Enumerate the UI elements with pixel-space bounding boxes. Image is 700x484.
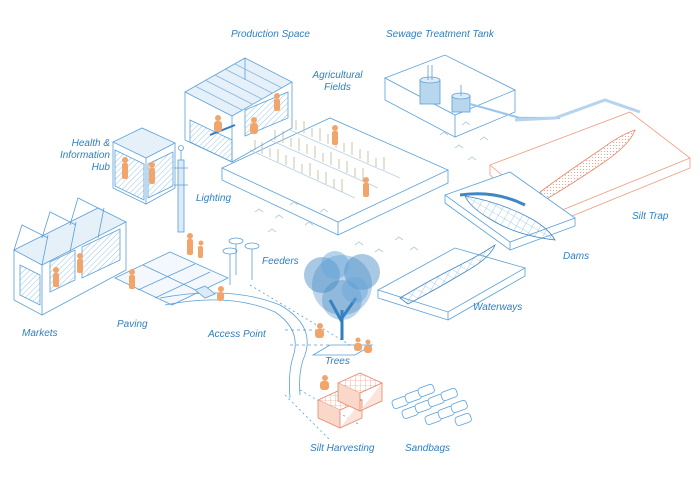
label-agricultural-fields: Agricultural Fields xyxy=(312,70,363,93)
label-access-point: Access Point xyxy=(208,329,266,340)
dotted-paths xyxy=(249,284,361,441)
person xyxy=(354,337,362,351)
person xyxy=(250,117,258,134)
agricultural-fields xyxy=(221,117,449,236)
feeders xyxy=(222,237,260,285)
person xyxy=(122,157,128,179)
sewage-treatment-tank xyxy=(384,54,560,138)
person xyxy=(274,93,280,111)
label-feeders: Feeders xyxy=(262,256,299,267)
person xyxy=(53,267,59,287)
access-point xyxy=(159,285,330,399)
person xyxy=(315,323,324,338)
person xyxy=(129,269,135,289)
label-sewage-tank: Sewage Treatment Tank xyxy=(386,29,494,40)
paving xyxy=(114,251,229,306)
label-silt-harvesting: Silt Harvesting xyxy=(310,443,375,454)
person xyxy=(187,233,193,255)
person xyxy=(332,125,338,145)
tree xyxy=(304,251,380,356)
person xyxy=(364,339,372,353)
label-sandbags: Sandbags xyxy=(405,443,451,454)
person xyxy=(149,162,155,184)
sandbags xyxy=(391,383,472,426)
person xyxy=(217,286,224,301)
label-paving: Paving xyxy=(117,319,148,330)
person xyxy=(198,240,204,258)
label-lighting: Lighting xyxy=(196,193,232,204)
dams xyxy=(444,171,576,251)
person xyxy=(214,115,222,132)
birds xyxy=(254,121,489,253)
silt-harvesting-bricks xyxy=(317,372,383,429)
markets xyxy=(13,197,127,316)
waterways xyxy=(376,243,527,321)
label-production-space: Production Space xyxy=(231,29,310,40)
label-health-hub: Health & Information Hub xyxy=(59,138,110,173)
person xyxy=(77,253,83,273)
label-markets: Markets xyxy=(22,328,58,339)
person xyxy=(320,375,329,390)
people xyxy=(53,93,372,390)
label-waterways: Waterways xyxy=(473,302,523,313)
pipe-line xyxy=(514,98,641,122)
lighting-pole xyxy=(174,145,188,233)
person xyxy=(363,177,369,197)
label-silt-trap: Silt Trap xyxy=(632,211,669,222)
label-trees: Trees xyxy=(325,356,350,367)
label-dams: Dams xyxy=(563,251,590,262)
